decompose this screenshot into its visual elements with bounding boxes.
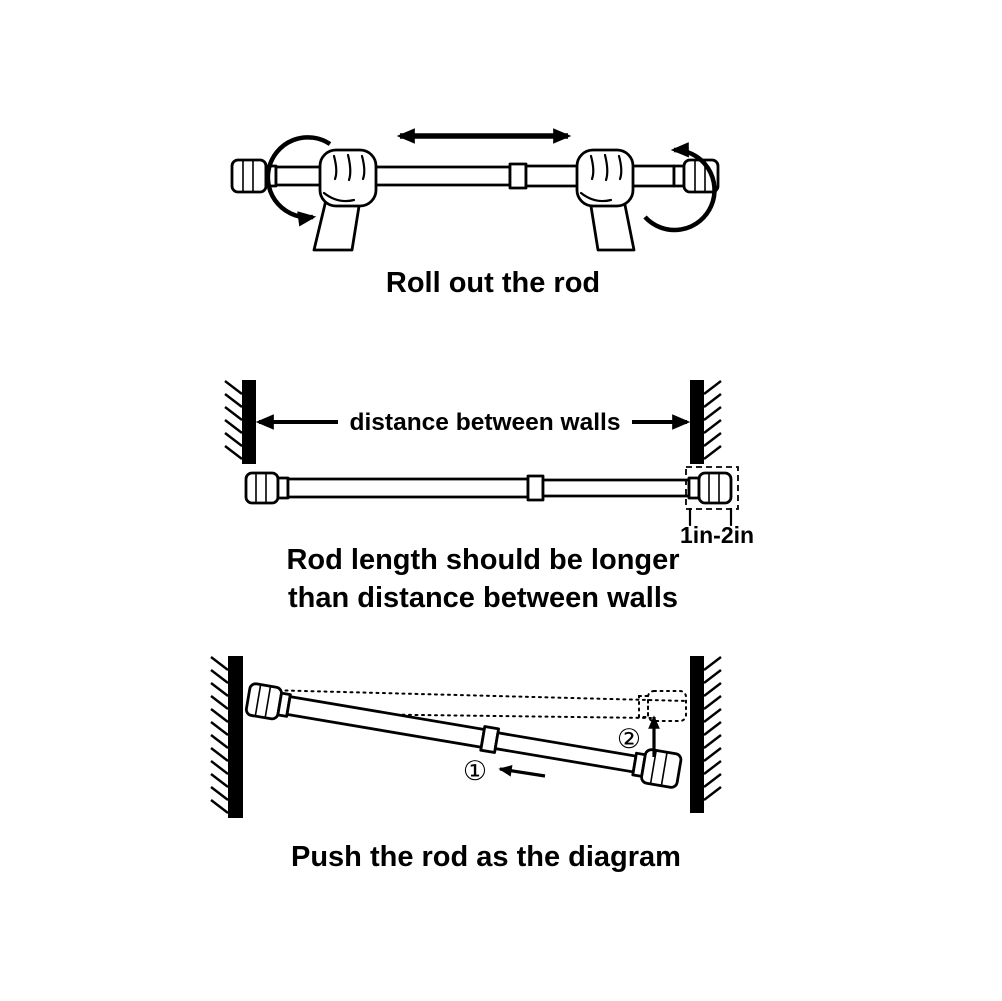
caption-length-line2: than distance between walls <box>288 582 678 614</box>
rotate-right-arrow-icon <box>643 142 717 233</box>
push-arrow-step1-icon <box>498 765 546 778</box>
left-wall-tall <box>210 656 243 818</box>
caption-push: Push the rod as the diagram <box>291 841 681 873</box>
rotate-left-arrow-icon <box>265 135 332 227</box>
overlap-label: 1in-2in <box>680 522 754 548</box>
panel-rod-length: distance between walls 1in-2in Rod lengt… <box>224 380 754 614</box>
step2-marker: ② <box>617 724 641 754</box>
panel-roll-out: Roll out the rod <box>230 128 720 299</box>
distance-label-bg <box>338 406 632 436</box>
right-hand-icon <box>575 148 636 252</box>
tension-rod <box>230 158 720 194</box>
caption-roll-out: Roll out the rod <box>386 267 600 299</box>
caption-length-line1: Rod length should be longer <box>286 544 679 576</box>
overlap-ticks <box>688 507 733 527</box>
tension-rod-between-walls <box>244 471 733 505</box>
panel-push-rod: ① ② Push the rod as the diagram <box>210 656 722 873</box>
left-hand-icon <box>312 148 378 252</box>
tilted-rod <box>244 682 683 789</box>
left-wall <box>224 380 256 464</box>
right-wall-tall <box>690 656 722 813</box>
overlap-dashed-box <box>685 466 739 510</box>
distance-label: distance between walls <box>350 409 621 436</box>
step1-marker: ① <box>463 756 487 786</box>
right-wall <box>690 380 722 464</box>
